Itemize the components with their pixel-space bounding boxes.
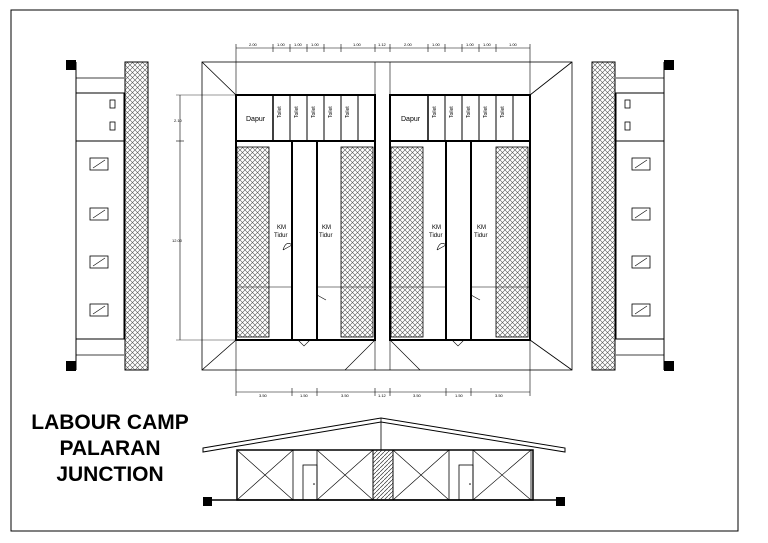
dimension-left: 12.00 [172,238,183,243]
bedroom-label-line2: Tidur [429,233,442,239]
kitchen-label: Dapur [246,116,266,123]
bedroom-label-line1: KM [277,225,286,231]
dimension-top: 1.00 [432,42,441,47]
dimension-top: 1.00 [483,42,492,47]
right-elevation [591,60,674,371]
front-elevation [202,417,566,506]
dimension-top: 1.00 [294,42,303,47]
dimension-top: 1.00 [353,42,362,47]
left-elevation [66,60,149,371]
dimension-bottom: 3.50 [413,393,422,398]
dimension-top: 1.00 [509,42,518,47]
dimension-bottom: 1.12 [378,393,387,398]
bedroom-label-line1: KM [322,225,331,231]
kitchen-label: Dapur [401,116,421,123]
bedroom-label-line1: KM [432,225,441,231]
roof-outline [201,61,573,371]
toilet-label: Toilet [311,106,317,118]
unit-2-outline [389,94,531,341]
toilet-label: Toilet [345,106,351,118]
toilet-label: Toilet [277,106,283,118]
title-line-1: LABOUR CAMP [31,411,189,434]
dimension-top: 1.12 [378,42,387,47]
dimension-bottom: 3.50 [495,393,504,398]
sheet-border [10,9,739,532]
title-line-3: JUNCTION [56,463,164,486]
toilet-label: Toilet [328,106,334,118]
floor-plan: Dapur Toilet Toilet Toilet Toilet Toilet… [172,42,573,398]
unit-1-outline [235,94,376,341]
toilet-label: Toilet [449,106,455,118]
title-line-2: PALARAN [59,437,161,460]
dimension-bottom: 3.50 [341,393,350,398]
bedroom-label-line2: Tidur [274,233,287,239]
dimension-bottom: 1.50 [455,393,464,398]
dimension-top: 2.00 [249,42,258,47]
toilet-label: Toilet [466,106,472,118]
bedroom-label-line2: Tidur [319,233,332,239]
dimension-bottom: 3.50 [259,393,268,398]
dimension-top: 1.00 [466,42,475,47]
toilet-label: Toilet [294,106,300,118]
toilet-label: Toilet [500,106,506,118]
dimension-left: 2.10 [174,118,183,123]
bedroom-label-line1: KM [477,225,486,231]
dimension-bottom: 1.50 [300,393,309,398]
dimension-top: 1.00 [311,42,320,47]
bedroom-label-line2: Tidur [474,233,487,239]
dimension-top: 2.00 [404,42,413,47]
dimension-top: 1.00 [277,42,286,47]
toilet-label: Toilet [483,106,489,118]
toilet-label: Toilet [432,106,438,118]
drawing-title: LABOUR CAMP PALARAN JUNCTION [20,410,200,488]
